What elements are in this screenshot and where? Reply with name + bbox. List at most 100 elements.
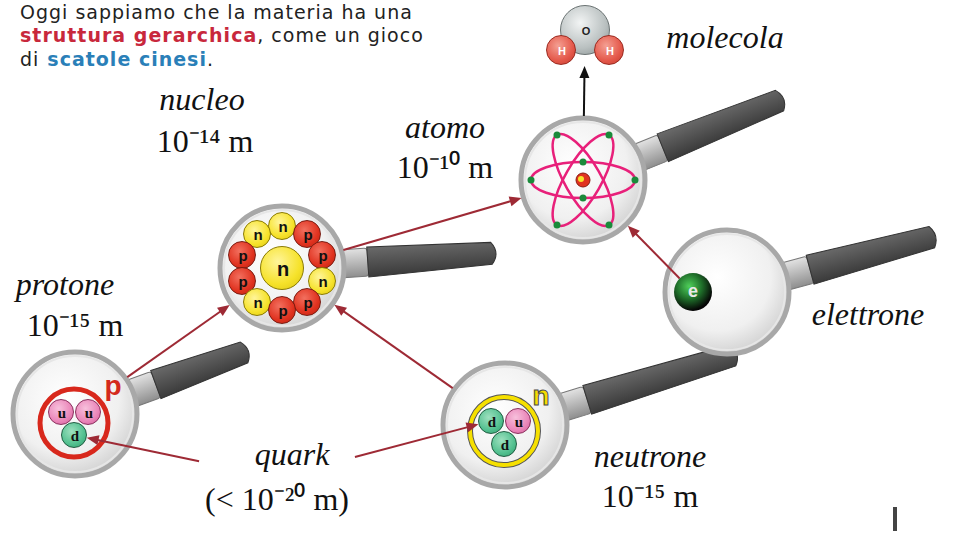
orbit-electron [632, 177, 639, 184]
arrow-connector [628, 226, 680, 279]
neutron-ring-outline [470, 397, 538, 465]
handle-grip [657, 85, 789, 162]
arrow-head [217, 305, 230, 316]
arrow-connector [343, 197, 521, 251]
orbit-electron [554, 222, 561, 229]
highlight-text: scatole cinesi [47, 48, 207, 70]
down-quark: d [61, 422, 87, 448]
particle-letter: p [278, 303, 287, 320]
down-quark: d [491, 431, 517, 457]
up-quark: u [75, 399, 101, 425]
name-label: protone [16, 267, 114, 302]
quark-letter: d [488, 414, 496, 431]
neutron-ball: n [268, 212, 296, 240]
proton-ball: p [308, 241, 336, 269]
nucleus-lens: nucleo10⁻¹⁴ mnnpppnpnnpp [218, 204, 346, 332]
neutron-ball: n [243, 288, 271, 316]
orbit [531, 162, 635, 198]
orbit-electron [554, 132, 561, 139]
particle-letter: n [318, 274, 327, 291]
particle-letter: n [253, 227, 262, 244]
particle-letter: p [238, 274, 247, 291]
lens-glass [665, 230, 789, 354]
lens-handle [124, 337, 253, 408]
arrow-connector [355, 423, 479, 457]
connector-line [583, 77, 586, 116]
proton-ball: p [228, 241, 256, 269]
arrow-connector [334, 305, 452, 388]
orbit [541, 126, 624, 234]
text-line: Oggi sappiamo che la materia ha una [20, 0, 413, 24]
atom-symbol: O [582, 25, 591, 37]
connector-line [127, 311, 220, 377]
lens-handle [779, 222, 939, 292]
arrow-connector [127, 305, 229, 377]
highlight-text: struttura gerarchica [20, 24, 257, 46]
particle-letter: p [238, 248, 247, 265]
quark-letter: d [71, 428, 79, 445]
neutron-ring [470, 397, 538, 465]
orbit-electron [580, 195, 587, 202]
hydrogen-atom: H [546, 35, 576, 65]
arrow-head [509, 197, 522, 207]
lens-glass [521, 118, 645, 242]
handle-grip [367, 238, 497, 277]
neutron-lens: neutrone10⁻¹⁵ mndud [441, 361, 569, 489]
atom-picture [528, 126, 639, 234]
electron-ball: e [674, 273, 712, 311]
name-label: molecola [666, 20, 783, 55]
size-label: 10⁻¹⁵ m [27, 308, 124, 343]
proton-lens: protone10⁻¹⁵ mpuud [11, 350, 139, 478]
electron-lens: elettronee [663, 228, 791, 356]
down-quark: d [478, 408, 504, 434]
name-label: atomo [405, 110, 485, 145]
particle-symbol: n [532, 381, 549, 412]
hydrogen-atom: H [594, 35, 624, 65]
quark-letter: d [501, 437, 509, 454]
lens-rim [17, 356, 133, 472]
quark-label-group: quark(< 10⁻²⁰ m) [199, 431, 355, 523]
quark-letter: u [85, 405, 93, 422]
size-label: 10⁻¹⁵ m [602, 479, 699, 514]
body-text: . [207, 48, 214, 70]
lens-rim [224, 210, 340, 326]
particle-letter: p [303, 227, 312, 244]
arrow-connector [579, 66, 589, 116]
proton-ball: p [268, 296, 296, 324]
particle-letter: n [277, 258, 289, 280]
body-text: Oggi sappiamo che la materia ha una [20, 1, 413, 23]
name-label: elettrone [812, 297, 925, 332]
particle-letter: p [318, 248, 327, 265]
lens-glass [220, 206, 344, 330]
arrow-head [579, 66, 589, 78]
proton-ring [40, 389, 108, 457]
orbit [541, 126, 624, 234]
up-quark: u [505, 408, 531, 434]
body-text: di [20, 48, 39, 70]
quark-letter: u [515, 414, 523, 431]
name-label: quark [255, 437, 330, 472]
atom-nucleus [576, 173, 590, 187]
orbit-electron [528, 177, 535, 184]
orbit-electron [606, 132, 613, 139]
size-label: 10⁻¹⁰ m [397, 150, 493, 185]
arrow-head [334, 305, 347, 316]
lens-handle [631, 85, 789, 172]
arrow-head [466, 423, 479, 433]
atom-nucleus-dot [578, 176, 584, 182]
molecule-group: molecolaHOH [543, 4, 627, 66]
particle-letter: p [303, 295, 312, 312]
lens-rim [525, 122, 641, 238]
particle-letter: e [688, 282, 698, 302]
particle-letter: n [278, 219, 287, 236]
connector-line [343, 311, 452, 388]
arrow-connector [87, 435, 199, 461]
name-label: nucleo [159, 82, 244, 117]
body-text: , come un gioco [257, 24, 424, 46]
lens-glass [13, 352, 137, 476]
up-quark: u [48, 399, 74, 425]
orbit-electron [580, 159, 587, 166]
atom-lens: atomo10⁻¹⁰ m [519, 116, 647, 244]
